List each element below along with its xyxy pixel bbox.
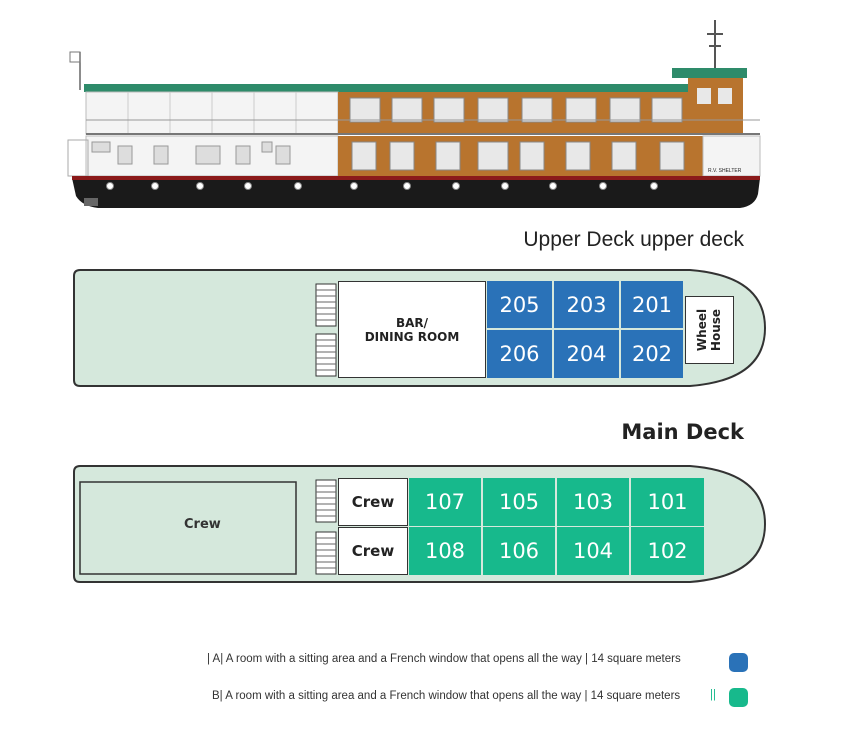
room-202[interactable]: 202 [621,330,683,378]
room-108[interactable]: 108 [409,527,481,575]
room-206[interactable]: 206 [487,330,552,378]
wheel-house-line1: Wheel [695,308,710,352]
room-104[interactable]: 104 [557,527,629,575]
ship-nameplate: R.V. SHELTER [708,168,742,174]
legend-b-text: B| A room with a sitting area and a Fren… [212,690,681,702]
legend-b-swatch [729,688,748,707]
room-105[interactable]: 105 [483,478,555,526]
room-106[interactable]: 106 [483,527,555,575]
room-107[interactable]: 107 [409,478,481,526]
ship-side-view: R.V. SHELTER [67,20,761,208]
bar-label-line2: DINING ROOM [364,329,460,344]
wheel-house: Wheel House [685,296,734,364]
crew-cabin-bottom: Crew [338,527,408,575]
room-203[interactable]: 203 [554,281,619,328]
wheel-house-line2: House [709,308,724,352]
room-103[interactable]: 103 [557,478,629,526]
room-205[interactable]: 205 [487,281,552,328]
legend-a-swatch [729,653,748,672]
room-201[interactable]: 201 [621,281,683,328]
main-deck-title: Main Deck [621,420,744,444]
crew-aft-label: Crew [184,517,221,532]
bar-dining-room: BAR/ DINING ROOM [338,281,486,378]
room-101[interactable]: 101 [631,478,704,526]
crew-cabin-top: Crew [338,478,408,526]
room-204[interactable]: 204 [554,330,619,378]
legend-a-text: | A| A room with a sitting area and a Fr… [207,653,681,665]
room-102[interactable]: 102 [631,527,704,575]
legend-b-suffix: || [710,689,716,701]
upper-deck-title: Upper Deck upper deck [523,228,744,251]
bar-label-line1: BAR/ [395,315,429,330]
